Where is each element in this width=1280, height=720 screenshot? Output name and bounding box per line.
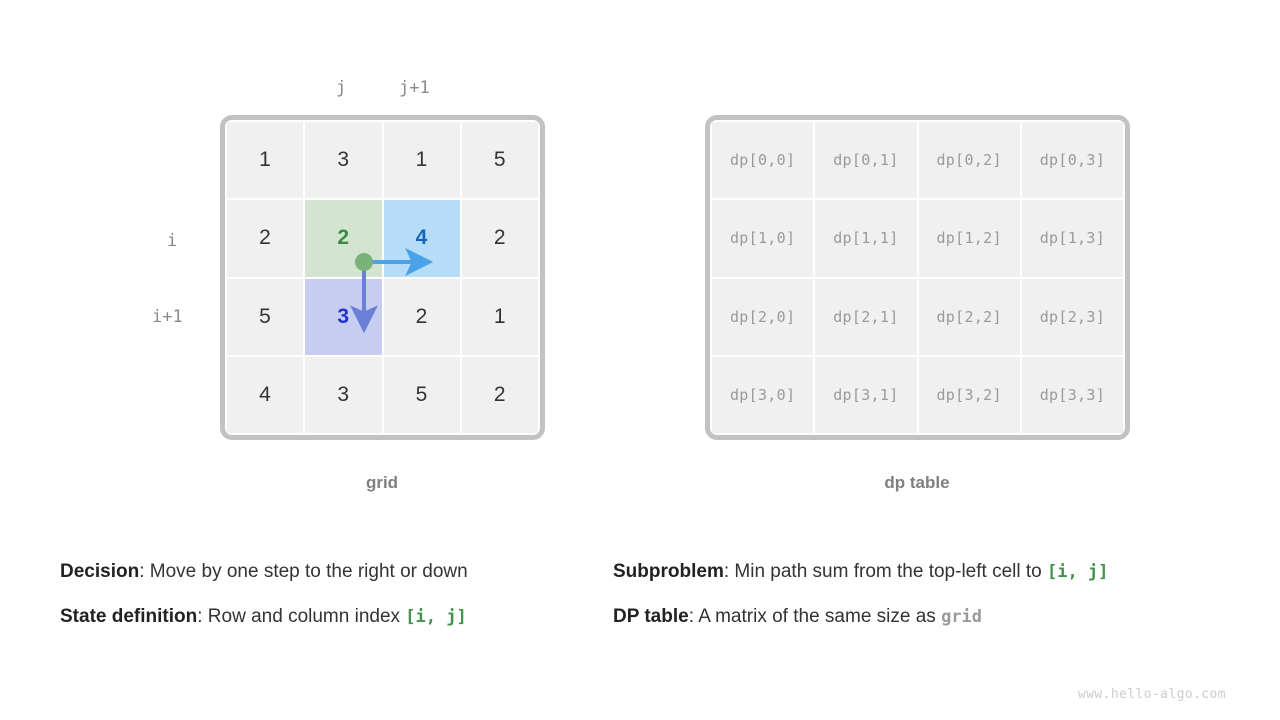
dp-cell-1-2: dp[1,2] [918,200,1020,277]
note-dp-table-text: A matrix of the same size as [698,606,942,627]
column-label-j-plus-1: j+1 [399,78,430,98]
dp-cell-2-1: dp[2,1] [815,278,917,355]
dp-table-caption: dp table [884,473,950,492]
grid-cell-1-1-current: 2 [305,200,382,277]
grid-cell-value: 2 [415,304,428,328]
dp-cell-2-2: dp[2,2] [918,278,1020,355]
grid-cell-value: 4 [415,226,428,250]
grid-cell-value: 1 [415,148,428,172]
grid-cell-1-0: 2 [227,200,304,277]
grid-cell-value: 5 [259,304,272,328]
note-decision-sep: : [139,561,150,582]
grid-cell-2-0: 5 [227,278,304,355]
grid-cell-3-0: 4 [227,356,304,433]
note-subproblem: Subproblem: Min path sum from the top-le… [613,562,1108,581]
note-subproblem-code: [i, j] [1046,562,1109,582]
grid-cell-value: 2 [259,226,272,250]
grid-cell-value: 2 [493,382,506,406]
dp-cell-3-0: dp[3,0] [712,356,814,433]
note-subproblem-text: Min path sum from the top-left cell to [734,561,1047,582]
note-subproblem-label: Subproblem [613,561,724,582]
row-label-i: i [167,231,178,251]
grid-cell-0-1: 3 [305,122,382,199]
dp-cell-0-3: dp[0,3] [1021,122,1123,199]
note-decision: Decision: Move by one step to the right … [60,562,468,581]
note-dp-table-code: grid [941,607,983,627]
grid-cell-value: 3 [337,382,350,406]
dp-cell-2-3: dp[2,3] [1021,278,1123,355]
note-decision-label: Decision [60,561,140,582]
note-state-definition: State definition: Row and column index [… [60,607,467,626]
watermark: www.hello-algo.com [1077,687,1226,702]
dp-cell-0-1: dp[0,1] [815,122,917,199]
dp-cell-3-3: dp[3,3] [1021,356,1123,433]
grid-cell-3-3: 2 [461,356,538,433]
grid-cell-value: 4 [259,382,272,406]
grid-cell-3-1: 3 [305,356,382,433]
grid-cell-0-0: 1 [227,122,304,199]
dp-cell-0-2: dp[0,2] [918,122,1020,199]
dp-cell-3-1: dp[3,1] [815,356,917,433]
grid-cell-value: 3 [337,148,350,172]
dp-cell-1-0: dp[1,0] [712,200,814,277]
grid-cell-value: 1 [259,148,272,172]
grid-cell-2-2: 2 [383,278,460,355]
grid-cell-2-1-down: 3 [305,278,382,355]
note-state-sep: : [197,606,208,627]
note-dp-table-label: DP table [613,606,689,627]
grid-cell-3-2: 5 [383,356,460,433]
dp-table: dp[0,0] dp[0,1] dp[0,2] dp[0,3] dp[1,0] … [705,115,1130,440]
grid-cell-value: 3 [337,304,350,328]
grid-cell-1-2-right: 4 [383,200,460,277]
grid-cell-0-3: 5 [461,122,538,199]
note-state-label: State definition [60,606,198,627]
note-subproblem-sep: : [723,561,735,582]
dp-cell-1-1: dp[1,1] [815,200,917,277]
grid-cell-2-3: 1 [461,278,538,355]
dp-cell-0-0: dp[0,0] [712,122,814,199]
grid-cell-value: 5 [415,382,428,406]
note-dp-table-sep: : [688,606,699,627]
note-dp-table: DP table: A matrix of the same size as g… [613,607,982,626]
grid-cell-value: 2 [337,226,350,250]
dp-cell-1-3: dp[1,3] [1021,200,1123,277]
note-state-code: [i, j] [405,607,467,627]
row-label-i-plus-1: i+1 [152,307,183,327]
grid-cell-value: 2 [493,226,506,250]
column-label-j: j [336,78,347,98]
grid-cell-value: 1 [493,304,506,328]
grid-cell-0-2: 1 [383,122,460,199]
grid-cell-value: 5 [493,148,506,172]
note-decision-text: Move by one step to the right or down [149,561,468,582]
note-state-text: Row and column index [207,606,406,627]
grid-cell-1-3: 2 [461,200,538,277]
dp-cell-3-2: dp[3,2] [918,356,1020,433]
grid-table: 1 3 1 5 2 2 4 2 5 3 2 1 4 3 5 2 [220,115,545,440]
dp-cell-2-0: dp[2,0] [712,278,814,355]
grid-caption: grid [365,473,399,492]
